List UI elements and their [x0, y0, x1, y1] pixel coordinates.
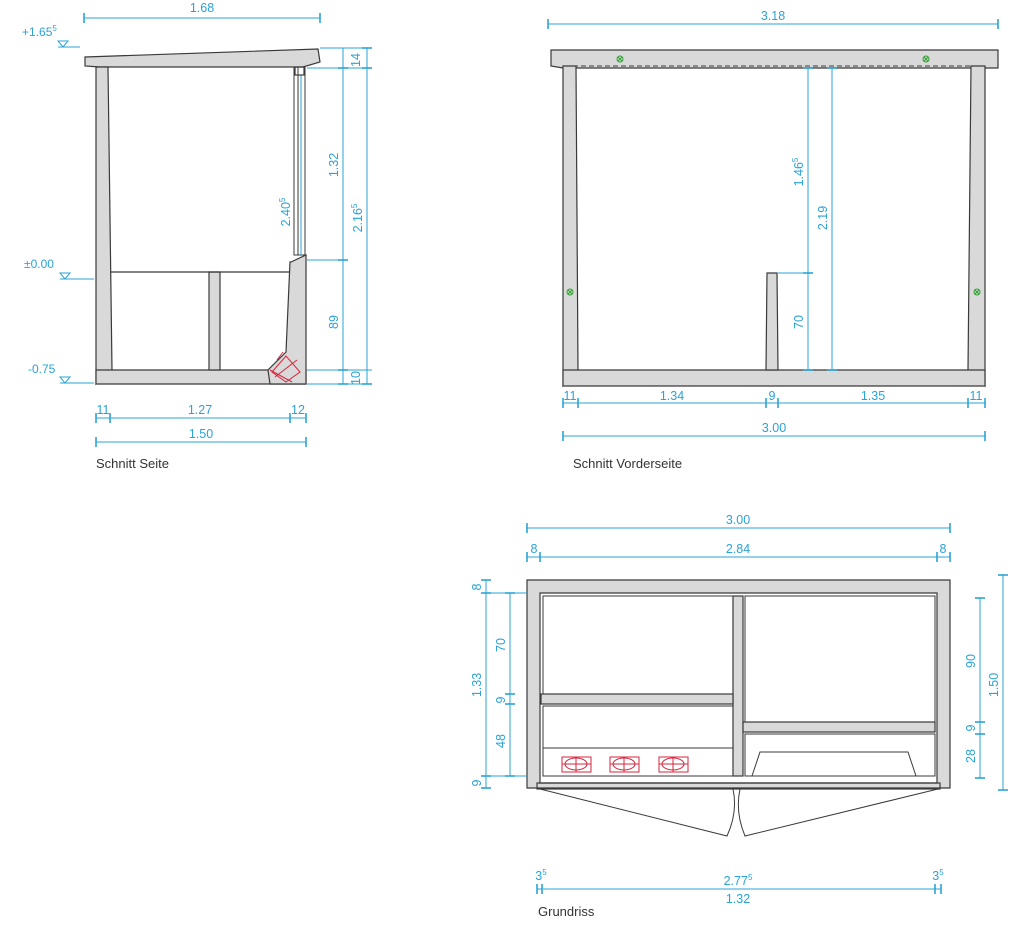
front-inner-d3: 70	[792, 315, 806, 329]
front-section: 3.18 1.465 2.19 70 11 1.34 9 1.35 11 3.0…	[547, 9, 999, 471]
front-left-wall	[562, 65, 579, 388]
plan-red-fixtures	[561, 756, 689, 773]
side-level-top-marker	[56, 40, 70, 48]
front-bottom-d3: 9	[769, 389, 776, 403]
side-right-wall	[267, 254, 307, 385]
plan-room-top-left	[542, 595, 734, 695]
floor-plan: 3.00 8 2.84 8 8 1.33 70 9 48 9	[470, 513, 1008, 919]
plan-left-d1: 8	[470, 583, 484, 590]
side-divider-wall	[208, 271, 221, 371]
plan-top-d3: 8	[940, 542, 947, 556]
side-level-zero: ±0.00	[24, 257, 54, 271]
front-right-wall	[967, 65, 986, 388]
side-level-zero-marker	[58, 272, 72, 280]
side-window-head	[294, 66, 305, 76]
plan-bottom-d1: 35	[535, 868, 547, 883]
front-divider-wall	[765, 272, 779, 371]
caption-front: Schnitt Vorderseite	[573, 456, 682, 471]
plan-right-d2: 9	[964, 724, 978, 731]
front-inner-d2: 2.19	[816, 206, 830, 230]
side-right-d2: 1.32	[327, 153, 341, 177]
front-bottom-d4: 1.35	[861, 389, 885, 403]
side-level-top: +1.655	[22, 24, 57, 39]
plan-bottom-d4: 1.32	[726, 892, 750, 906]
plan-left-d2: 70	[494, 638, 508, 652]
plan-right-d3: 28	[964, 749, 978, 763]
caption-side: Schnitt Seite	[96, 456, 169, 471]
front-green-markers	[566, 55, 981, 296]
side-right-d1: 14	[349, 53, 363, 67]
side-window	[293, 66, 306, 256]
plan-bottom-d2: 2.775	[724, 873, 753, 888]
front-inner-d1: 1.465	[791, 157, 806, 186]
side-red-fitting	[269, 351, 301, 383]
side-bottom-d3: 12	[291, 403, 305, 417]
plan-center-wall	[732, 595, 744, 777]
plan-room-bottom-right	[744, 733, 936, 777]
front-bottom-d1: 11	[564, 389, 577, 403]
front-bottom-d5: 11	[970, 389, 983, 403]
plan-left-total: 1.33	[470, 673, 484, 697]
side-roof-slab	[84, 48, 321, 68]
front-bottom-total: 3.00	[762, 421, 786, 435]
plan-right-partition	[742, 721, 936, 733]
plan-front-edge	[536, 782, 941, 790]
plan-right-d1: 90	[964, 654, 978, 668]
side-level-bottom: -0.75	[28, 362, 56, 376]
front-top-width: 3.18	[761, 9, 785, 23]
plan-top-d1: 8	[531, 542, 538, 556]
side-section: 1.68 +1.655 ±0.00 -0.75 14 1.32 89 10 2.…	[22, 1, 372, 471]
plan-left-partition	[540, 693, 734, 705]
plan-room-bottom-left	[542, 705, 734, 777]
plan-tub	[751, 751, 917, 777]
plan-bottom-d3: 35	[932, 868, 944, 883]
side-top-width: 1.68	[190, 1, 214, 15]
plan-left-d4: 48	[494, 734, 508, 748]
side-bottom-d2: 1.27	[188, 403, 212, 417]
side-bottom-d1: 11	[97, 403, 110, 417]
side-right-d4: 10	[349, 371, 363, 385]
plan-door-left	[539, 788, 735, 837]
plan-right-total: 1.50	[987, 673, 1001, 697]
side-level-bottom-marker	[58, 376, 72, 384]
front-bottom-slab	[562, 369, 986, 387]
side-right-total: 2.165	[350, 203, 365, 232]
side-left-wall	[95, 66, 113, 386]
plan-left-d5: 9	[470, 779, 484, 786]
side-right-d3: 89	[327, 315, 341, 329]
front-bottom-d2: 1.34	[660, 389, 684, 403]
plan-door-right	[737, 788, 939, 837]
front-roof-slab	[550, 49, 999, 69]
side-inner-height: 2.405	[278, 197, 293, 226]
plan-top-total: 3.00	[726, 513, 750, 527]
plan-room-top-right	[744, 595, 936, 723]
plan-left-d3: 9	[494, 696, 508, 703]
caption-plan: Grundriss	[538, 904, 595, 919]
plan-top-d2: 2.84	[726, 542, 750, 556]
side-bottom-total: 1.50	[189, 427, 213, 441]
